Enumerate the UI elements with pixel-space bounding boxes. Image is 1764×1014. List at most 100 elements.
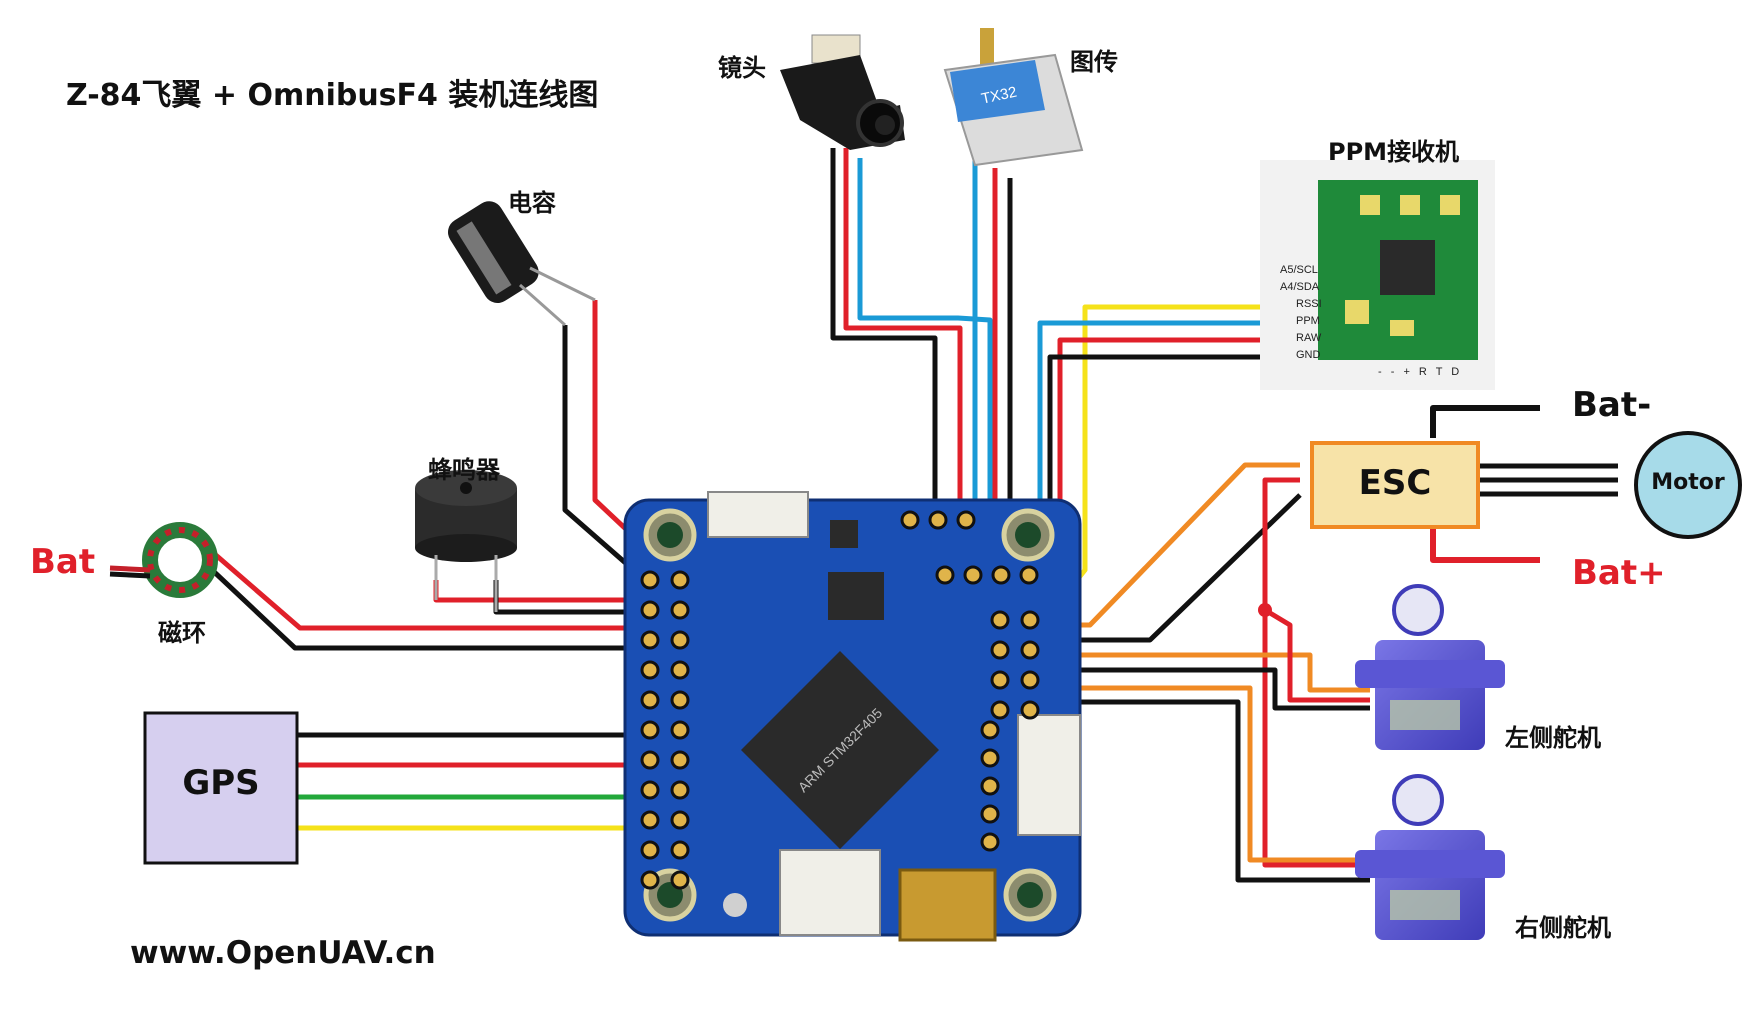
solder-pad xyxy=(900,510,920,530)
solder-pad xyxy=(670,630,690,650)
left-servo-red-wire xyxy=(1263,607,1370,703)
solder-pad xyxy=(640,720,660,740)
right-servo xyxy=(1355,774,1505,940)
gps-label: GPS xyxy=(182,763,260,803)
diagram-title: Z-84飞翼 + OmnibusF4 装机连线图 xyxy=(66,78,599,113)
solder-pad xyxy=(640,600,660,620)
top-jst-connector xyxy=(707,491,809,538)
solder-pad xyxy=(991,565,1011,585)
camera xyxy=(780,34,905,150)
ferrite-label: 磁环 xyxy=(158,619,206,647)
camera-label: 镜头 xyxy=(718,54,766,82)
solder-pad xyxy=(980,832,1000,852)
ferrite-ring xyxy=(109,522,218,598)
gps-module xyxy=(143,711,299,865)
left-servo-orange-wire xyxy=(1045,652,1370,693)
receiver-chip xyxy=(1380,240,1435,295)
vtx-label: 图传 xyxy=(1070,48,1118,76)
receiver-label: PPM接收机 xyxy=(1328,138,1460,166)
right-side-connector xyxy=(1017,714,1081,836)
receiver-pin-3: PPM xyxy=(1296,315,1320,327)
receiver-pin-0: A5/SCL xyxy=(1280,264,1318,276)
solder-pad xyxy=(1020,640,1040,660)
bat-minus-wire xyxy=(1430,405,1540,438)
solder-pad xyxy=(1019,565,1039,585)
capacitor-label: 电容 xyxy=(508,189,556,217)
solder-pad xyxy=(640,570,660,590)
solder-pad xyxy=(935,565,955,585)
esc-label: ESC xyxy=(1358,463,1432,503)
solder-pad xyxy=(980,748,1000,768)
solder-pad xyxy=(990,700,1010,720)
motor-circle xyxy=(1634,431,1742,539)
solder-pad xyxy=(670,600,690,620)
video-transmitter: TX32 xyxy=(943,28,1084,167)
solder-pad xyxy=(640,630,660,650)
solder-pad xyxy=(670,660,690,680)
omnibus-f4-board: ARM STM32F405 xyxy=(623,491,1082,942)
buzzer xyxy=(415,470,517,612)
solder-pad xyxy=(670,570,690,590)
solder-pad xyxy=(990,670,1010,690)
camera-black-wire xyxy=(830,148,943,546)
solder-pad xyxy=(670,840,690,860)
bottom-connector xyxy=(779,849,881,936)
right-servo-black-wire xyxy=(1045,699,1370,883)
solder-pad xyxy=(1020,700,1040,720)
website-url[interactable]: www.OpenUAV.cn xyxy=(130,935,436,971)
solder-pad xyxy=(670,810,690,830)
receiver-pin-4: RAW xyxy=(1296,332,1322,344)
solder-pad xyxy=(670,690,690,710)
solder-pad xyxy=(980,804,1000,824)
solder-pad xyxy=(980,776,1000,796)
top-pad-row xyxy=(900,510,1039,585)
right-servo-label: 右侧舵机 xyxy=(1515,914,1611,942)
solder-pad xyxy=(1020,610,1040,630)
left-pad-column xyxy=(640,570,690,890)
red-wire-junction xyxy=(1258,603,1272,617)
usb-port xyxy=(898,868,997,942)
right-pad-column xyxy=(980,610,1040,852)
solder-pad xyxy=(640,840,660,860)
receiver-pin-2: RSSI xyxy=(1296,298,1322,310)
vtx-antenna xyxy=(980,28,994,73)
solder-pad xyxy=(640,870,660,890)
solder-pad xyxy=(640,690,660,710)
capacitor xyxy=(448,201,596,327)
left-servo-label: 左侧舵机 xyxy=(1505,724,1601,752)
solder-pad xyxy=(963,565,983,585)
solder-pad xyxy=(670,780,690,800)
solder-pad xyxy=(640,810,660,830)
solder-pad xyxy=(980,720,1000,740)
small-chip xyxy=(830,520,858,548)
camera-red-wire xyxy=(843,148,968,546)
bat-plus-wire xyxy=(1430,522,1540,563)
buzzer-label: 蜂鸣器 xyxy=(428,456,500,484)
receiver-pin-5: GND xyxy=(1296,349,1321,361)
left-servo xyxy=(1355,584,1505,750)
motor-label: Motor xyxy=(1651,470,1725,495)
right-servo-orange-wire xyxy=(1045,685,1370,863)
solder-pad xyxy=(1020,670,1040,690)
osd-chip xyxy=(828,572,884,620)
solder-pad xyxy=(640,780,660,800)
boot-button xyxy=(723,893,747,917)
ppm-receiver xyxy=(1260,160,1495,390)
solder-pad xyxy=(670,720,690,740)
receiver-bottom-pins: - - + R T D xyxy=(1378,366,1463,378)
receiver-pin-1: A4/SDA xyxy=(1280,281,1320,293)
camera-blue-wire xyxy=(857,158,993,546)
solder-pad xyxy=(670,750,690,770)
battery-in-label: Bat xyxy=(30,542,96,582)
battery-red-wire xyxy=(208,548,682,642)
bat-plus-label: Bat+ xyxy=(1572,553,1666,593)
solder-pad xyxy=(990,610,1010,630)
solder-pad xyxy=(670,870,690,890)
solder-pad xyxy=(990,640,1010,660)
solder-pad xyxy=(928,510,948,530)
solder-pad xyxy=(640,750,660,770)
esc-red-wire xyxy=(1262,477,1370,868)
solder-pad xyxy=(640,660,660,680)
solder-pad xyxy=(956,510,976,530)
